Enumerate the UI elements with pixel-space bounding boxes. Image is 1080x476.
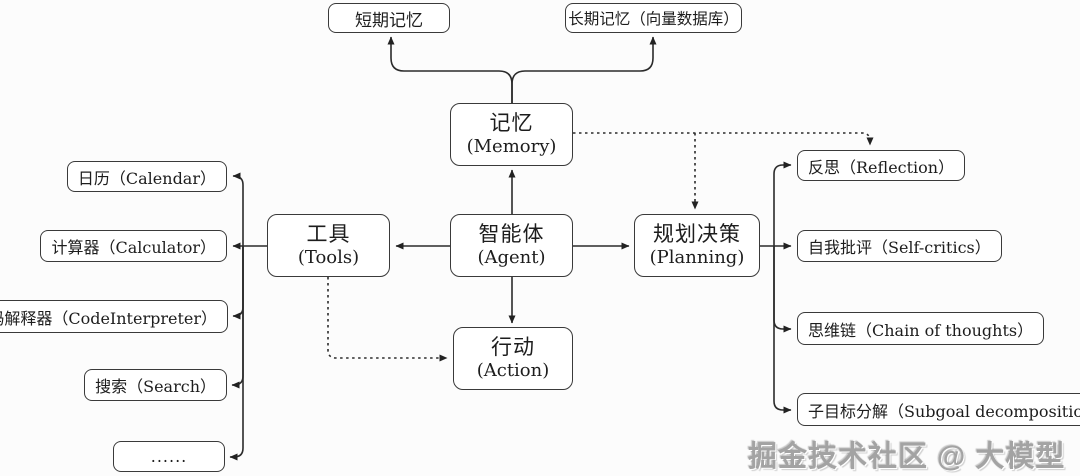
memory-label-zh: 记忆 [489,111,534,136]
memory-label-en: (Memory) [466,136,557,158]
node-chain-of-thoughts: 思维链（Chain of thoughts） [797,312,1045,345]
node-selfcritics: 自我批评（Self-critics） [797,230,1002,262]
action-label-zh: 行动 [491,335,535,360]
node-subgoal-decomposition: 子目标分解（Subgoal decomposition） [797,393,1080,426]
node-more-tools: ...... [113,441,225,472]
node-tools: 工具 (Tools) [267,214,390,277]
selfcritics-label: 自我批评（Self-critics） [808,238,991,257]
node-memory: 记忆 (Memory) [450,103,573,166]
search-label: 搜索（Search） [95,377,216,396]
node-codeinterpreter: 代码解释器（CodeInterpreter） [0,300,228,333]
watermark-text: 掘金技术社区 @ 大模型教程 [748,441,1066,473]
node-agent: 智能体 (Agent) [450,214,573,277]
node-search: 搜索（Search） [84,369,227,401]
edge-planning-to-subgoal [773,246,792,414]
more-tools-label: ...... [150,447,188,466]
agent-label-en: (Agent) [477,247,546,269]
node-calculator: 计算器（Calculator） [40,230,227,262]
node-calendar: 日历（Calendar） [66,161,227,192]
node-reflection: 反思（Reflection） [797,150,966,181]
short-term-memory-label: 短期记忆 [355,10,423,31]
subgoal-decomposition-label: 子目标分解（Subgoal decomposition） [808,401,1080,421]
reflection-label: 反思（Reflection） [808,157,955,177]
edge-memory-to-short-term [387,36,513,103]
edge-tools-to-action-dashed [327,277,448,362]
action-label-en: (Action) [476,360,550,382]
codeinterpreter-label: 代码解释器（CodeInterpreter） [0,308,217,328]
edge-tools-to-calendar [232,172,244,246]
agent-label-zh: 智能体 [478,222,545,247]
chain-of-thoughts-label: 思维链（Chain of thoughts） [808,320,1034,340]
edge-memory-to-long-term [511,36,657,103]
tools-label-en: (Tools) [297,247,360,269]
tools-label-zh: 工具 [306,222,351,247]
edge-planning-to-reflection [773,161,792,246]
node-planning: 规划决策 (Planning) [634,214,760,277]
node-long-term-memory: 长期记忆（向量数据库） [565,3,742,33]
calendar-label: 日历（Calendar） [77,168,216,188]
node-action: 行动 (Action) [453,327,573,390]
edge-tools-to-codeinterpreter [232,246,244,320]
node-short-term-memory: 短期记忆 [328,3,450,33]
planning-label-en: (Planning) [649,247,745,269]
long-term-memory-label: 长期记忆（向量数据库） [568,10,739,28]
edge-planning-to-chain [773,246,792,333]
calculator-label: 计算器（Calculator） [51,238,216,257]
edge-tools-to-more [229,246,244,461]
planning-label-zh: 规划决策 [653,222,741,247]
edge-memory-to-reflection-dashed [573,132,874,146]
